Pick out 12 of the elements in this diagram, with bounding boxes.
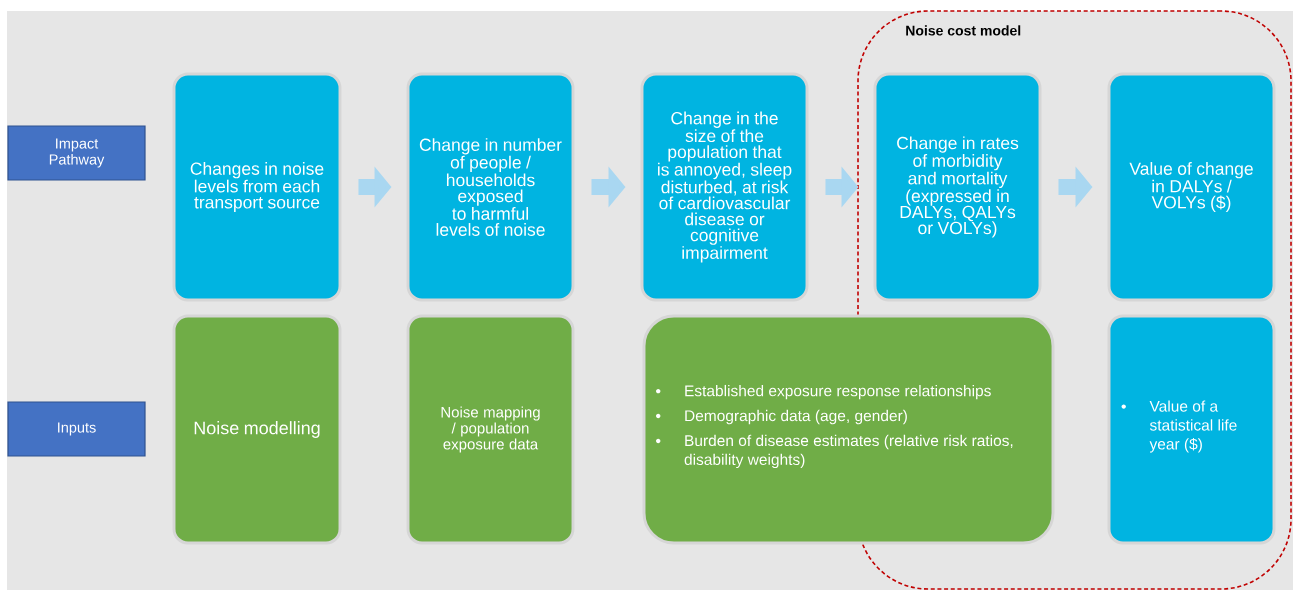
process-box: Change in the size of the population that is annoyed, sleep disturbed, at risk of cardiovascular disease or cognitive impairment	[640, 72, 809, 302]
process-box: Changes in noise levels from each transport source	[172, 72, 342, 302]
row-label-box: Impact Pathway	[7, 125, 146, 181]
input-box: Established exposure response relationships Demographic data (age, gender) Burden of disease estimates (relative risk ratios, disability weights)	[642, 314, 1055, 545]
input-box: Noise mapping / population exposure data	[406, 314, 575, 545]
region-title: Noise cost model	[906, 25, 1021, 36]
process-box: Value of a statistical life year ($)	[1107, 314, 1276, 545]
process-box: Change in rates of morbidity and mortality (expressed in DALYs, QALYs or VOLYs)	[873, 72, 1042, 302]
input-box: Noise modelling	[172, 314, 342, 545]
process-box: Value of change in DALYs / VOLYs ($)	[1107, 72, 1276, 302]
process-box: Change in number of people / households exposed to harmful levels of noise	[406, 72, 575, 302]
row-label-box: Inputs	[7, 401, 146, 457]
